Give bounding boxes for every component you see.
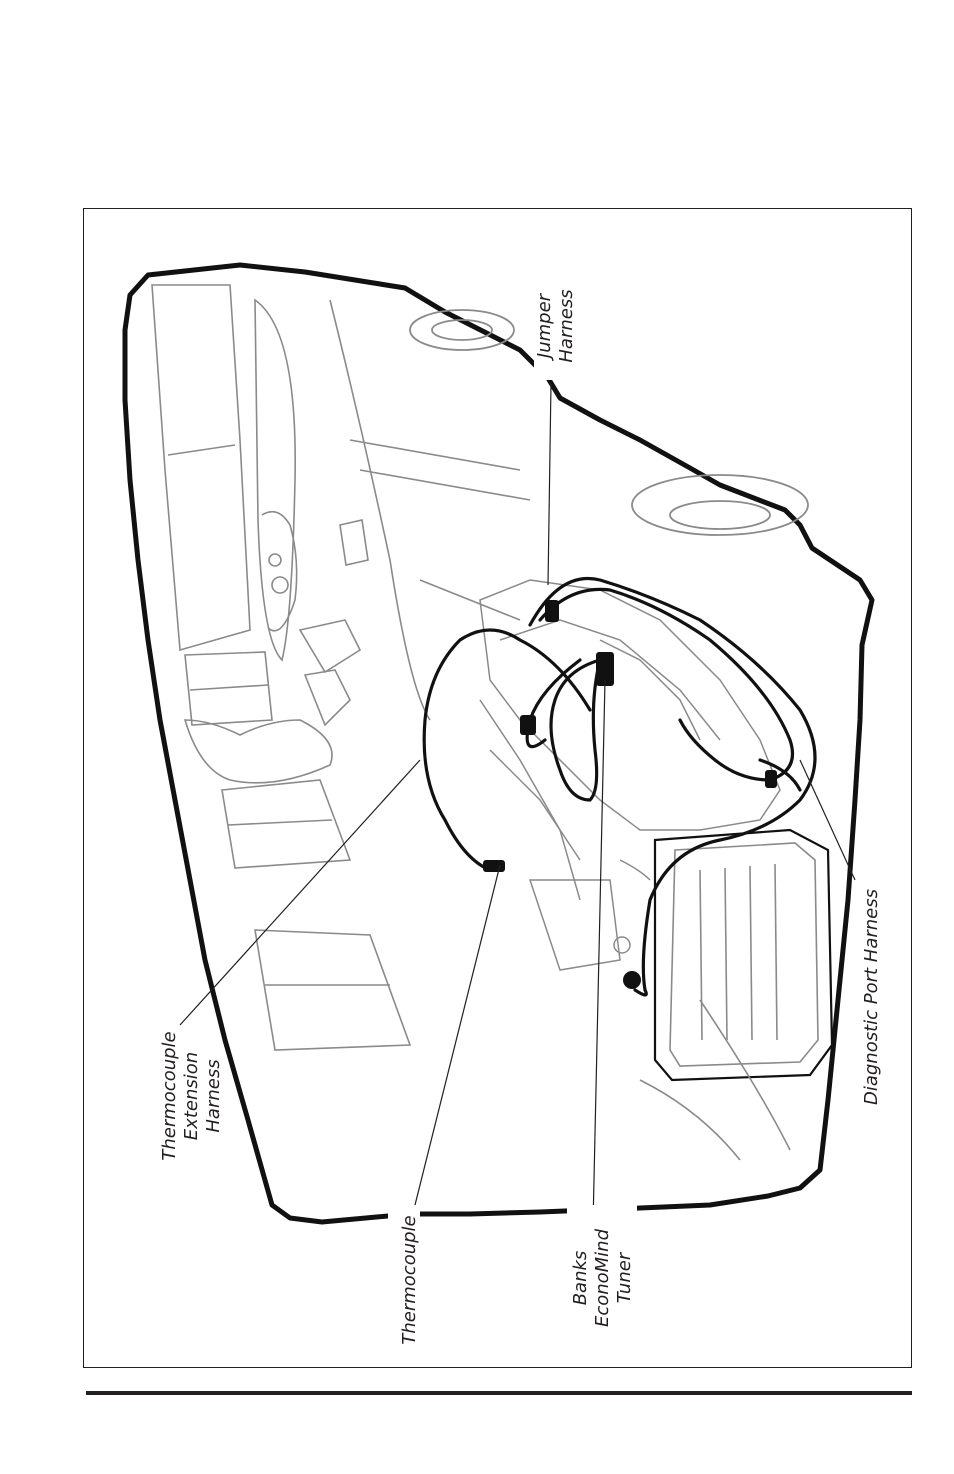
tuner-line-3: Tuner [614, 1223, 636, 1333]
truck-outline [125, 265, 872, 1222]
thermocouple-extension-label: Thermocouple Extension Harness [159, 1026, 225, 1166]
thermocouple-extension-wire [424, 630, 590, 870]
thermocouple-extension-line-1: Thermocouple [159, 1026, 181, 1166]
diagnostic-connector [765, 770, 777, 788]
leader-lines [180, 383, 855, 1225]
thermocouple-leader [413, 865, 500, 1213]
footer-rule [86, 1391, 912, 1395]
thermocouple-connector [483, 860, 505, 872]
obd-plug [623, 971, 641, 989]
econoMind-tuner-label: Banks EconoMind Tuner [570, 1223, 636, 1333]
jumper-leader [548, 383, 551, 585]
tuner-line-1: Banks [570, 1223, 592, 1333]
tuner-wire [551, 660, 600, 800]
thermocouple-extension-line-3: Harness [203, 1026, 225, 1166]
diagnostic-port-harness-label: Diagnostic Port Harness [861, 879, 883, 1115]
jumper-harness-label: Jumper Harness [534, 276, 578, 376]
harness-clip [520, 715, 536, 735]
thermocouple-extension-line-2: Extension [181, 1026, 203, 1166]
tuner-line-2: EconoMind [592, 1223, 614, 1333]
thermocouple-label: Thermocouple [399, 1214, 421, 1346]
jumper-connector [545, 600, 559, 622]
jumper-harness-line-1: Jumper [534, 276, 556, 376]
radiator-sketch [640, 830, 832, 1160]
jumper-harness-wire-2 [540, 589, 793, 780]
jumper-harness-line-2: Harness [556, 276, 578, 376]
cab-sketch [152, 285, 530, 1050]
engine-sketch [480, 580, 780, 970]
